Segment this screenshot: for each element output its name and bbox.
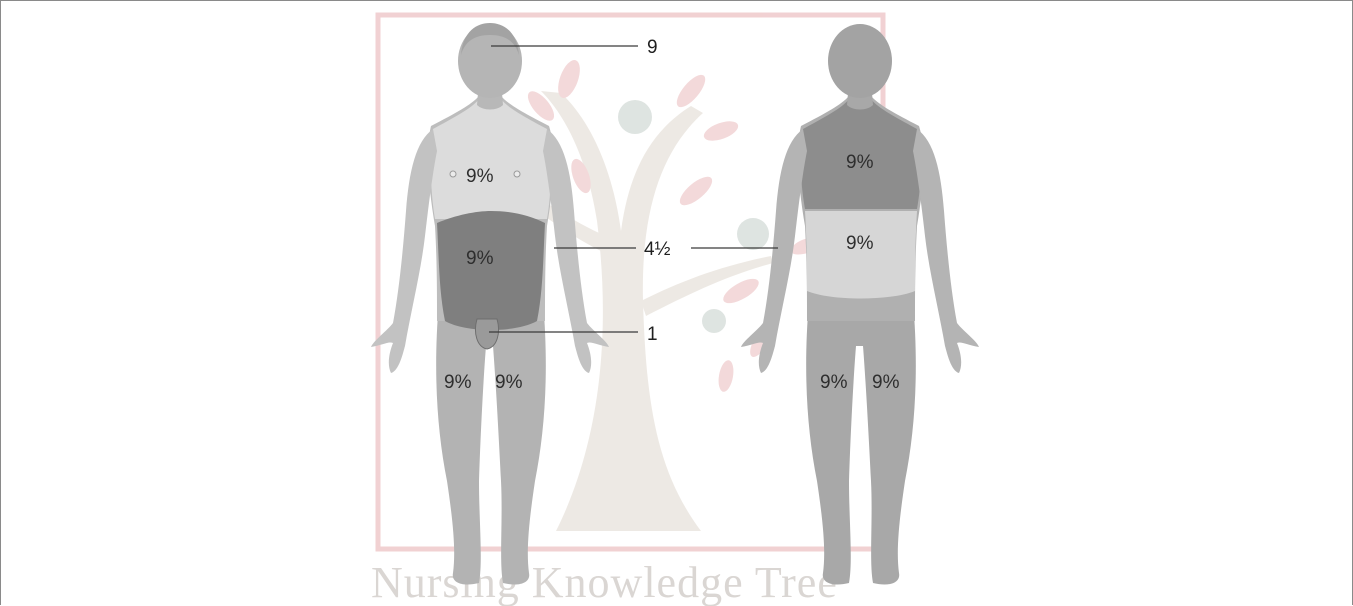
watermark-text: Nursing Knowledge Tree bbox=[371, 558, 838, 606]
back-lower-region bbox=[805, 211, 917, 299]
label-front-chest: 9% bbox=[466, 166, 494, 187]
back-body-figure bbox=[741, 24, 979, 585]
label-back-left-leg: 9% bbox=[820, 372, 848, 393]
label-back-right-leg: 9% bbox=[872, 372, 900, 393]
back-legs bbox=[806, 301, 916, 585]
label-front-abdomen: 9% bbox=[466, 248, 494, 269]
label-back-lower: 9% bbox=[846, 233, 874, 254]
back-left-arm bbox=[913, 129, 979, 373]
label-arm: 4½ bbox=[644, 239, 671, 260]
label-front-right-leg: 9% bbox=[444, 372, 472, 393]
front-right-arm bbox=[371, 129, 437, 373]
label-back-upper: 9% bbox=[846, 152, 874, 173]
label-head: 9 bbox=[647, 37, 658, 58]
back-head bbox=[828, 24, 892, 98]
front-abdomen-region bbox=[437, 211, 545, 330]
label-genitals: 1 bbox=[647, 324, 658, 345]
label-front-left-leg: 9% bbox=[495, 372, 523, 393]
